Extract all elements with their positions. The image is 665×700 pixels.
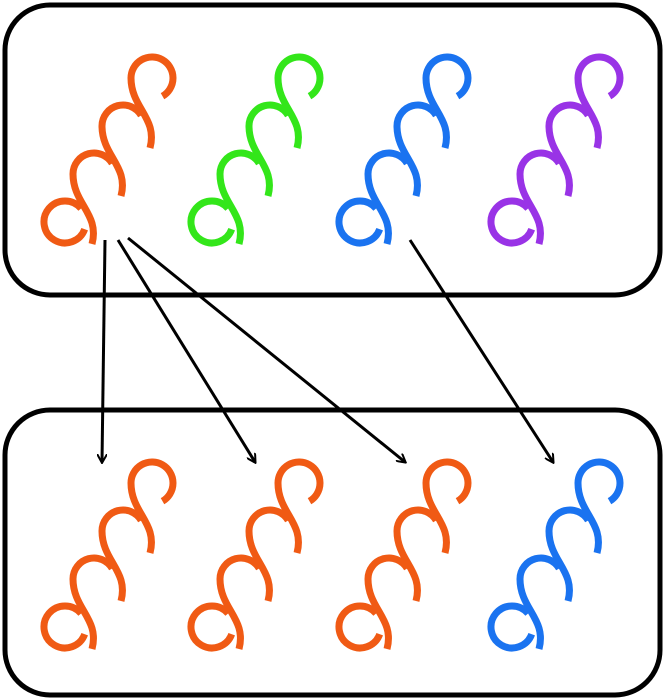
arrow-top-2-to-bottom-3 bbox=[408, 239, 553, 462]
top-group-chain-orange bbox=[40, 53, 177, 247]
bottom-group-box bbox=[2, 407, 663, 698]
top-group-chain-purple bbox=[487, 53, 624, 247]
top-group-chain-green bbox=[187, 53, 324, 247]
arrow-top-0-to-bottom-2 bbox=[127, 236, 405, 462]
bottom-group-chain-blue bbox=[487, 458, 624, 652]
bottom-group-chain-orange bbox=[40, 458, 177, 652]
top-group-box bbox=[2, 2, 663, 298]
top-group-chain-blue bbox=[335, 53, 472, 247]
arrow-top-0-to-bottom-1 bbox=[116, 239, 255, 462]
arrow-top-0-to-bottom-0 bbox=[102, 239, 105, 462]
bottom-group-chain-orange bbox=[335, 458, 472, 652]
bottom-group-chain-orange bbox=[187, 458, 324, 652]
